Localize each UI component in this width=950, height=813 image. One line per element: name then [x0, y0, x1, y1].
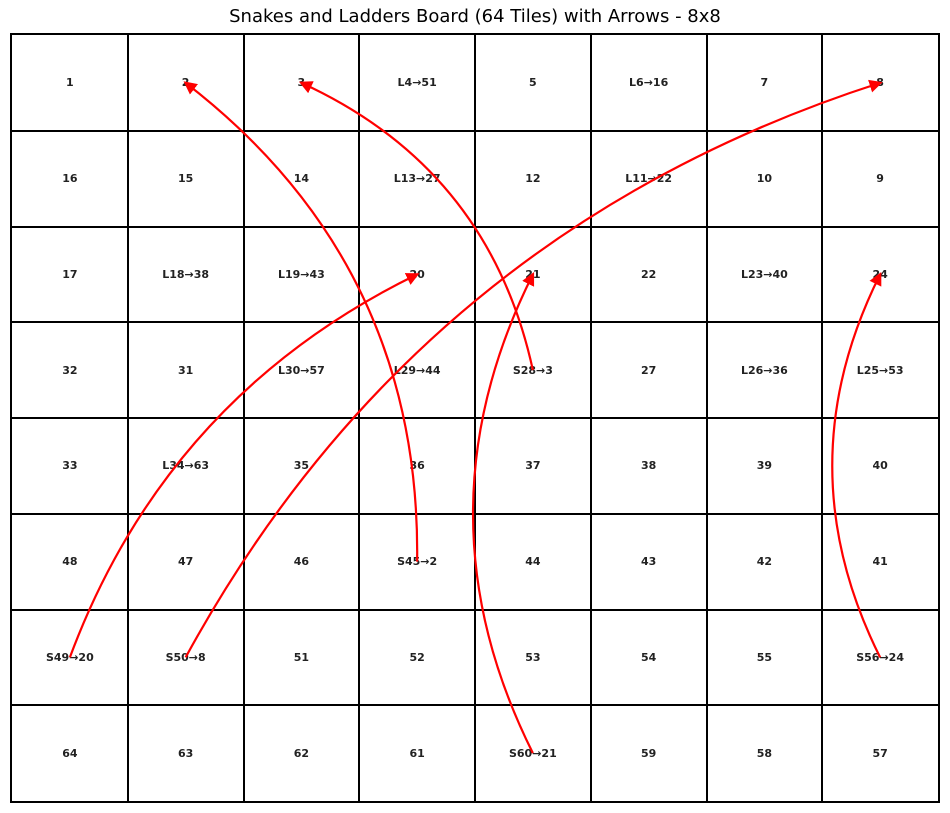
tile: 42 — [756, 555, 773, 569]
tile: 3 — [297, 76, 306, 90]
tile: 15 — [177, 172, 194, 186]
tile: 64 — [62, 746, 78, 760]
tile: 63 — [177, 746, 194, 760]
tile: 38 — [640, 459, 657, 473]
grid-line — [12, 225, 938, 228]
tile: 37 — [525, 459, 541, 473]
tile: 43 — [640, 555, 657, 569]
tile: L4→51 — [397, 76, 437, 90]
grid-line — [12, 608, 938, 611]
tile: 32 — [62, 363, 78, 377]
tile: 36 — [409, 459, 425, 473]
tile: 33 — [62, 459, 78, 473]
tile: 58 — [756, 746, 773, 760]
tile: 16 — [62, 172, 78, 186]
tile: L6→16 — [629, 76, 669, 90]
grid-line — [12, 512, 938, 515]
tile: S45→2 — [397, 555, 438, 569]
tile: 46 — [293, 555, 310, 569]
grid-line — [12, 704, 938, 707]
tile: 5 — [529, 76, 537, 90]
tile: 52 — [409, 650, 425, 664]
tile: 2 — [181, 76, 190, 90]
grid-line — [12, 321, 938, 324]
tile: 53 — [525, 650, 541, 664]
tile: S49→20 — [45, 650, 94, 664]
tile: L19→43 — [277, 267, 325, 281]
tile: L23→40 — [740, 267, 788, 281]
tile: 17 — [62, 267, 78, 281]
tile: L11→22 — [625, 172, 673, 186]
tile: 59 — [640, 746, 657, 760]
tile: 61 — [409, 746, 425, 760]
tile: 10 — [756, 172, 773, 186]
tile: 48 — [62, 555, 78, 569]
tile: L18→38 — [162, 267, 210, 281]
tile: 27 — [640, 363, 657, 377]
tile: 14 — [293, 172, 310, 186]
tile: 54 — [640, 650, 657, 664]
tile: L25→53 — [856, 363, 904, 377]
tile: 39 — [756, 459, 773, 473]
tile: L34→63 — [162, 459, 210, 473]
grid-line — [12, 417, 938, 419]
tile: 44 — [525, 555, 541, 569]
tile: 12 — [525, 172, 541, 186]
tile: L30→57 — [277, 363, 325, 377]
tile: 20 — [409, 267, 425, 281]
tile: 35 — [293, 459, 310, 473]
tile: 31 — [177, 363, 194, 377]
tile: L29→44 — [393, 363, 441, 377]
tile: 1 — [66, 76, 74, 90]
tile: 7 — [760, 76, 769, 90]
tile: 21 — [525, 267, 541, 281]
tile: 22 — [640, 267, 657, 281]
tile: S28→3 — [512, 363, 553, 377]
tile: L13→27 — [393, 172, 441, 186]
tile: 40 — [872, 459, 888, 473]
tile: 9 — [876, 172, 884, 186]
tile: S56→24 — [856, 650, 904, 664]
board-title: Snakes and Ladders Board (64 Tiles) with… — [229, 6, 721, 27]
tile: 47 — [177, 555, 194, 569]
tile: L26→36 — [740, 363, 788, 377]
grid-line — [12, 129, 938, 132]
tile: 62 — [293, 746, 310, 760]
tile: S50→8 — [165, 650, 206, 664]
tile: 51 — [293, 650, 310, 664]
tile: 57 — [872, 746, 888, 760]
tile: S60→21 — [508, 746, 557, 760]
tile: 24 — [872, 267, 888, 281]
tile: 41 — [872, 555, 888, 569]
tile: 8 — [876, 76, 884, 90]
tile: 55 — [756, 650, 773, 664]
